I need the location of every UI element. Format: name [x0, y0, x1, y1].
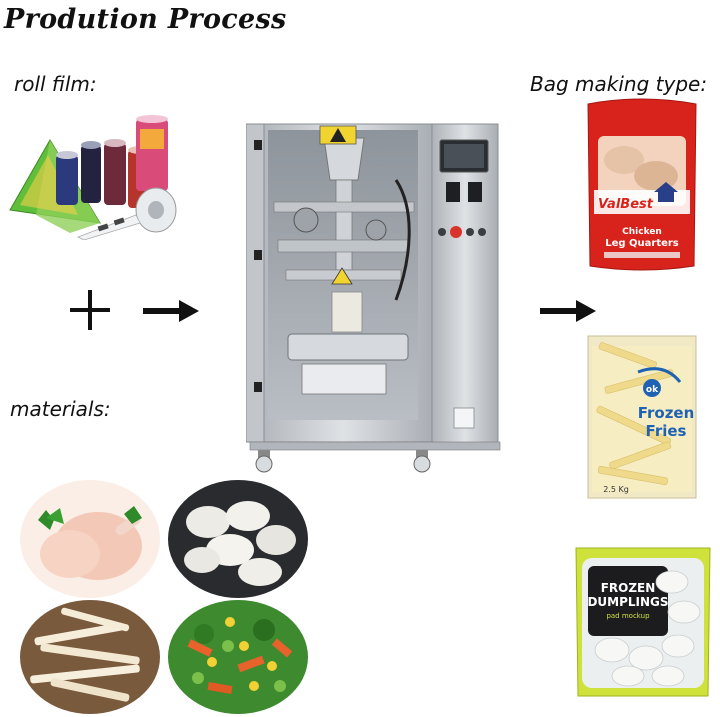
roll-film-label: roll film:: [14, 72, 97, 96]
dumplings-bag-image: FROZEN DUMPLINGS pad mockup: [572, 542, 714, 702]
dumpling-sub: pad mockup: [606, 612, 650, 620]
fries-line1: Frozen: [638, 404, 695, 422]
fries-image: [20, 600, 160, 715]
plus-icon: [68, 288, 112, 332]
roll-film-image: [8, 115, 183, 240]
page-title: Prodution Process: [4, 4, 287, 35]
packaging-machine: [246, 120, 502, 476]
fries-weight: 2.5 Kg: [603, 485, 629, 494]
chicken-bag-image: ValBest Chicken Leg Quarters: [584, 96, 700, 272]
chicken-legs-image: [20, 480, 160, 598]
dumpling-line1: FROZEN: [601, 581, 656, 595]
materials-label: materials:: [10, 397, 111, 421]
arrow-right-icon: [540, 300, 596, 322]
fries-line2: Fries: [646, 422, 687, 440]
arrow-right-icon: [143, 300, 199, 322]
fries-badge: ok: [646, 385, 659, 395]
chicken-brand: ValBest: [598, 197, 654, 212]
mixed-vegetables-image: [168, 600, 308, 715]
dumpling-line2: DUMPLINGS: [587, 595, 668, 609]
chicken-line2: Leg Quarters: [605, 238, 679, 249]
fries-bag-image: ok Frozen Fries 2.5 Kg: [584, 332, 700, 502]
bag-making-label: Bag making type:: [530, 72, 708, 96]
chicken-line1: Chicken: [622, 227, 662, 237]
dumplings-image: [168, 480, 308, 598]
